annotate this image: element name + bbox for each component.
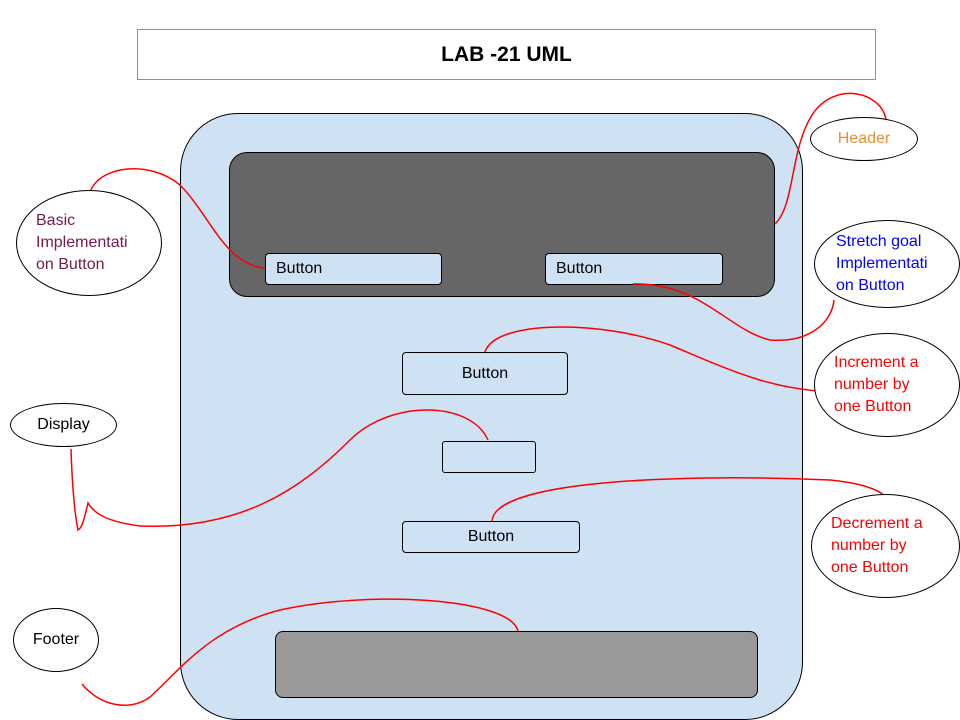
connector-display [70, 409, 489, 532]
increment-button[interactable]: Button [402, 352, 568, 395]
callout-basic-implementation: Basic Implementati on Button [16, 190, 162, 296]
callout-decrement-text: Decrement a number by one Button [831, 515, 923, 576]
connector-header [774, 92, 887, 225]
diagram-title-text: LAB -21 UML [441, 42, 572, 66]
callout-footer: Footer [13, 608, 99, 672]
callout-header: Header [810, 117, 918, 161]
callout-increment-text: Increment a number by one Button [834, 354, 919, 415]
callout-decrement: Decrement a number by one Button [811, 494, 960, 598]
diagram-title: LAB -21 UML [137, 29, 876, 80]
connector-increment [484, 326, 836, 393]
connector-stretch [632, 283, 835, 341]
connector-decrement [491, 477, 888, 522]
increment-button-label: Button [461, 364, 509, 382]
connector-footer [81, 598, 519, 706]
callout-increment: Increment a number by one Button [814, 333, 960, 437]
callout-stretch-goal-text: Stretch goal Implementati on Button [836, 233, 928, 294]
callout-basic-implementation-text: Basic Implementati on Button [36, 212, 128, 273]
callout-display-text: Display [37, 416, 90, 433]
number-display [442, 441, 536, 473]
callout-footer-text: Footer [32, 631, 80, 648]
basic-button-label: Button [276, 260, 323, 277]
callout-stretch-goal: Stretch goal Implementati on Button [814, 220, 960, 308]
footer-section [275, 631, 758, 698]
stretch-button-label: Button [556, 260, 603, 277]
basic-implementation-button[interactable]: Button [265, 253, 442, 285]
callout-header-text: Header [837, 130, 891, 147]
decrement-button[interactable]: Button [402, 521, 580, 553]
connector-basic [89, 168, 266, 269]
decrement-button-label: Button [467, 528, 515, 545]
callout-display: Display [10, 403, 117, 447]
